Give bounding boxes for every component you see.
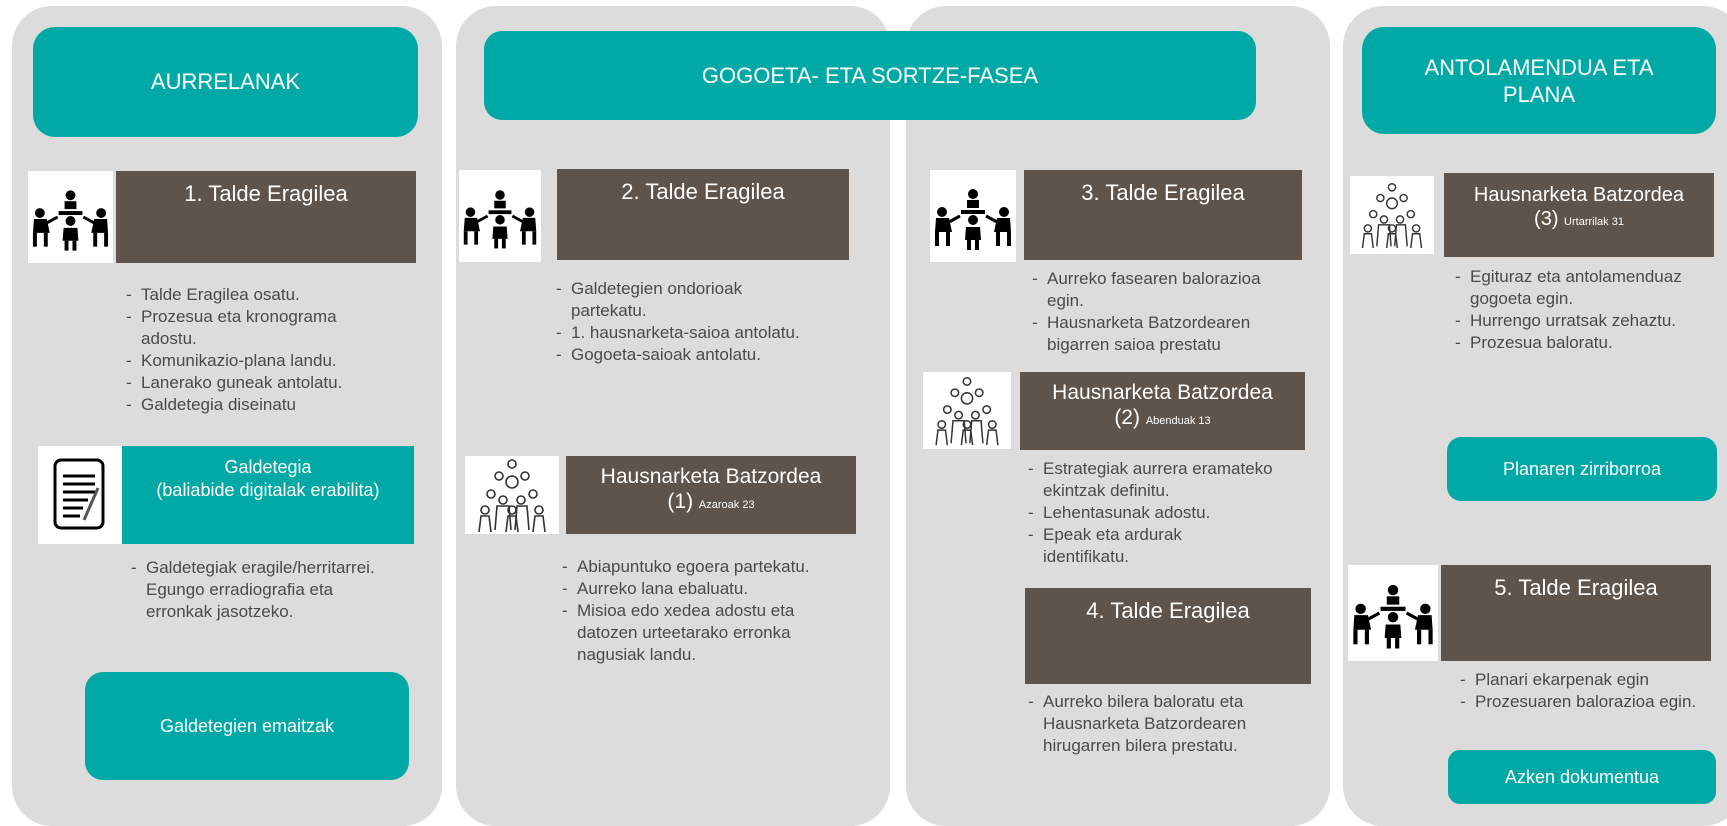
hb2-subtitle: (2) Abenduak 13 bbox=[1020, 405, 1305, 434]
list-item: Misioa edo xedea adostu eta datozen urte… bbox=[562, 600, 857, 666]
list-item: Galdetegien ondorioak partekatu. bbox=[556, 278, 856, 322]
hb1-title: Hausnarketa Batzordea bbox=[600, 465, 822, 488]
list-item: Egituraz eta antolamenduaz gogoeta egin. bbox=[1455, 266, 1720, 310]
final-document-button[interactable]: Azken dokumentua bbox=[1448, 750, 1716, 804]
results-button[interactable]: Galdetegien emaitzak bbox=[85, 672, 409, 780]
list-item: Prozesua eta kronograma adostu. bbox=[126, 306, 396, 350]
hb2-header: Hausnarketa Batzordea (2) Abenduak 13 bbox=[1020, 372, 1305, 450]
committee-icon bbox=[465, 456, 559, 534]
hb1-header: Hausnarketa Batzordea (1) Azaroak 23 bbox=[566, 456, 856, 534]
group1-task-list: Talde Eragilea osatu. Prozesua eta krono… bbox=[126, 284, 396, 416]
hb2-number: (2) bbox=[1114, 406, 1140, 429]
hb3-number: (3) bbox=[1534, 208, 1559, 230]
results-button-label: Galdetegien emaitzak bbox=[159, 715, 335, 736]
list-item: Hurrengo urratsak zehaztu. bbox=[1455, 310, 1720, 332]
group3-task-list: Aurreko fasearen balorazioa egin. Hausna… bbox=[1032, 268, 1302, 356]
group3-title: 3. Talde Eragilea bbox=[1081, 180, 1245, 205]
hb3-header: Hausnarketa Batzordea (3) Urtarrilak 31 bbox=[1444, 173, 1714, 257]
group4-task-list: Aurreko bilera baloratu eta Hausnarketa … bbox=[1028, 691, 1308, 757]
list-item: Lanerako guneak antolatu. bbox=[126, 372, 396, 394]
group2-header: 2. Talde Eragilea bbox=[557, 169, 849, 260]
list-item: Planari ekarpenak egin bbox=[1460, 669, 1700, 691]
survey-task-list: Galdetegiak eragile/herritarrei. Egungo … bbox=[131, 557, 386, 623]
hb2-title: Hausnarketa Batzordea bbox=[1052, 381, 1273, 404]
hb3-task-list: Egituraz eta antolamenduaz gogoeta egin.… bbox=[1455, 266, 1720, 354]
list-item: Abiapuntuko egoera partekatu. bbox=[562, 556, 857, 578]
meeting-icon bbox=[459, 170, 541, 262]
hb2-date: Abenduak 13 bbox=[1145, 415, 1211, 427]
survey-box: Galdetegia (baliabide digitalak erabilit… bbox=[122, 446, 414, 544]
phase-title: GOGOETA- ETA SORTZE-FASEA bbox=[701, 62, 1039, 88]
hb3-subtitle: (3) Urtarrilak 31 bbox=[1444, 207, 1714, 234]
list-item: Galdetegia diseinatu bbox=[126, 394, 396, 416]
list-item: Gogoeta-saioak antolatu. bbox=[556, 344, 856, 366]
list-item: Galdetegiak eragile/herritarrei. Egungo … bbox=[131, 557, 386, 623]
meeting-icon bbox=[1348, 565, 1438, 661]
list-item: Komunikazio-plana landu. bbox=[126, 350, 396, 372]
group5-title: 5. Talde Eragilea bbox=[1494, 575, 1658, 600]
draft-button[interactable]: Planaren zirriborroa bbox=[1447, 437, 1717, 501]
hb1-subtitle: (1) Azaroak 23 bbox=[566, 489, 856, 518]
group2-title: 2. Talde Eragilea bbox=[621, 179, 785, 204]
survey-title: Galdetegia bbox=[224, 457, 312, 477]
final-document-button-label: Azken dokumentua bbox=[1504, 766, 1660, 787]
list-item: Epeak eta ardurak identifikatu. bbox=[1028, 524, 1300, 568]
list-item: Aurreko fasearen balorazioa egin. bbox=[1032, 268, 1302, 312]
list-item: Talde Eragilea osatu. bbox=[126, 284, 396, 306]
column-gogoeta-left bbox=[456, 6, 890, 826]
list-item: Prozesuaren balorazioa egin. bbox=[1460, 691, 1700, 713]
phase-title: AURRELANAK bbox=[150, 69, 301, 94]
hb1-date: Azaroak 23 bbox=[698, 499, 755, 511]
group5-header: 5. Talde Eragilea bbox=[1441, 565, 1711, 661]
list-item: Aurreko lana ebaluatu. bbox=[562, 578, 857, 600]
group2-task-list: Galdetegien ondorioak partekatu. 1. haus… bbox=[556, 278, 856, 366]
group3-header: 3. Talde Eragilea bbox=[1024, 170, 1302, 260]
list-item: Aurreko bilera baloratu eta Hausnarketa … bbox=[1028, 691, 1308, 757]
list-item: Lehentasunak adostu. bbox=[1028, 502, 1300, 524]
committee-icon bbox=[923, 372, 1011, 449]
survey-subtitle: (baliabide digitalak erabilita) bbox=[156, 480, 380, 500]
meeting-icon bbox=[28, 171, 113, 263]
hb1-task-list: Abiapuntuko egoera partekatu. Aurreko la… bbox=[562, 556, 857, 666]
phase-header-antolamendua: ANTOLAMENDUA ETA PLANA bbox=[1362, 27, 1716, 134]
hb3-title: Hausnarketa Batzordea bbox=[1473, 184, 1685, 206]
group4-title: 4. Talde Eragilea bbox=[1086, 598, 1250, 623]
list-item: Hausnarketa Batzordearen bigarren saioa … bbox=[1032, 312, 1302, 356]
phase-header-aurrelanak: AURRELANAK bbox=[33, 27, 418, 137]
hb2-task-list: Estrategiak aurrera eramateko ekintzak d… bbox=[1028, 458, 1300, 568]
group4-header: 4. Talde Eragilea bbox=[1025, 588, 1311, 684]
list-item: Prozesua baloratu. bbox=[1455, 332, 1720, 354]
group1-title: 1. Talde Eragilea bbox=[184, 181, 348, 206]
phase-header-gogoeta: GOGOETA- ETA SORTZE-FASEA bbox=[484, 31, 1256, 120]
hb3-date: Urtarrilak 31 bbox=[1564, 216, 1624, 228]
committee-icon bbox=[1350, 176, 1434, 254]
document-icon bbox=[38, 446, 122, 544]
meeting-icon bbox=[930, 170, 1016, 262]
hb1-number: (1) bbox=[667, 490, 694, 513]
group1-header: 1. Talde Eragilea bbox=[116, 171, 416, 263]
list-item: Estrategiak aurrera eramateko ekintzak d… bbox=[1028, 458, 1300, 502]
group5-task-list: Planari ekarpenak egin Prozesuaren balor… bbox=[1460, 669, 1700, 713]
phase-title: ANTOLAMENDUA ETA PLANA bbox=[1424, 54, 1654, 107]
list-item: 1. hausnarketa-saioa antolatu. bbox=[556, 322, 856, 344]
draft-button-label: Planaren zirriborroa bbox=[1502, 458, 1662, 479]
